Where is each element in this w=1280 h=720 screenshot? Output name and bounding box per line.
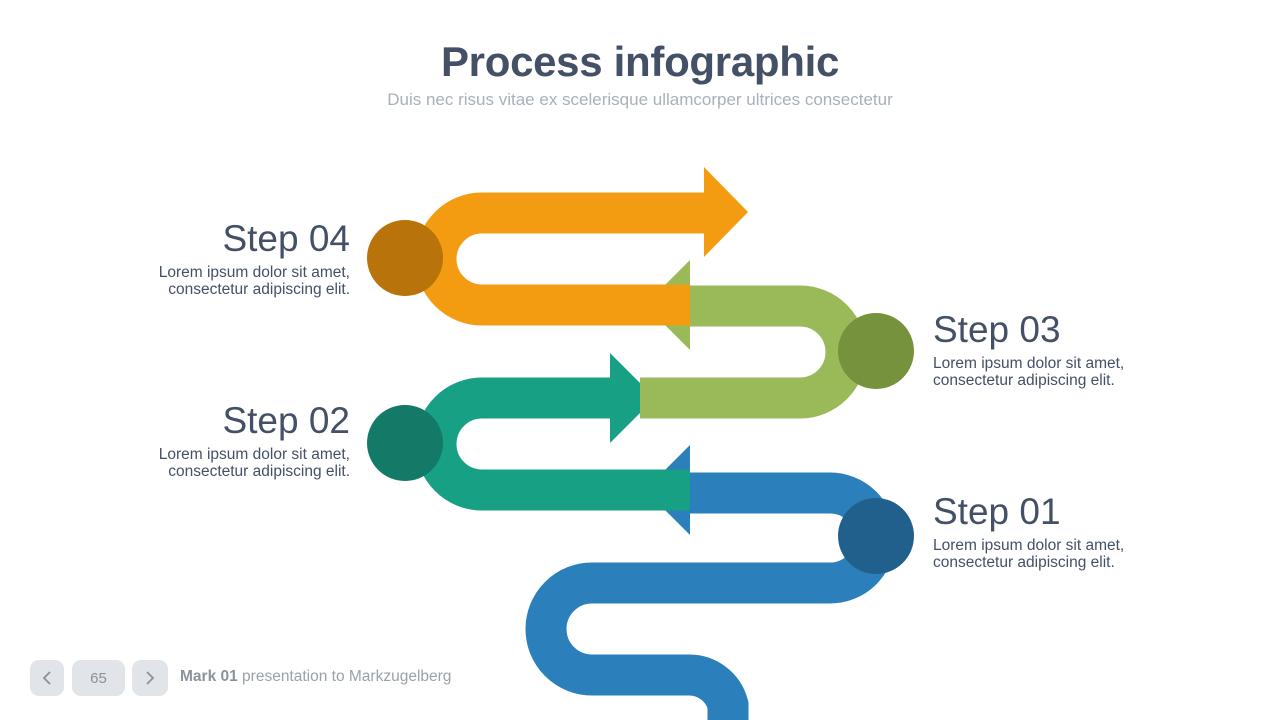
step-03-ribbon <box>640 260 867 419</box>
step-02-description: Lorem ipsum dolor sit amet, consectetur … <box>90 446 350 480</box>
step-04-desc-line2: consectetur adipiscing elit. <box>168 281 350 298</box>
step-04-arrowhead <box>704 167 748 257</box>
step-04-title: Step 04 <box>222 218 350 259</box>
footer-caption: Mark 01 presentation to Markzugelberg <box>180 668 451 686</box>
step-04-desc-line1: Lorem ipsum dolor sit amet, <box>158 264 350 281</box>
step-04-ribbon <box>415 167 748 326</box>
step-03-dot <box>838 313 914 389</box>
step-02-desc-line2: consectetur adipiscing elit. <box>168 463 350 480</box>
step-03-desc-line2: consectetur adipiscing elit. <box>933 372 1115 389</box>
step-02-desc-line1: Lorem ipsum dolor sit amet, <box>158 446 350 463</box>
step-01-title: Step 01 <box>933 491 1061 532</box>
step-03-description: Lorem ipsum dolor sit amet, consectetur … <box>933 355 1193 389</box>
footer-brand: Mark 01 <box>180 668 238 685</box>
step-02-label: Step 02 Lorem ipsum dolor sit amet, cons… <box>90 400 350 481</box>
step-02-arrowhead <box>610 353 655 443</box>
page-number: 65 <box>72 660 125 696</box>
page-title: Process infographic <box>440 38 840 85</box>
step-02-dot <box>367 405 443 481</box>
step-01-desc-line2: consectetur adipiscing elit. <box>933 554 1115 571</box>
step-03-label: Step 03 Lorem ipsum dolor sit amet, cons… <box>933 309 1193 390</box>
step-01-path <box>525 472 896 720</box>
step-02-ribbon <box>415 353 690 511</box>
step-03-title: Step 03 <box>933 309 1061 350</box>
step-01-description: Lorem ipsum dolor sit amet, consectetur … <box>933 537 1193 571</box>
prev-slide-button[interactable] <box>30 660 64 696</box>
chevron-left-icon <box>42 671 51 685</box>
step-04-description: Lorem ipsum dolor sit amet, consectetur … <box>90 264 350 298</box>
page-subtitle: Duis nec risus vitae ex scelerisque ulla… <box>387 90 893 109</box>
step-01-desc-line1: Lorem ipsum dolor sit amet, <box>933 537 1125 554</box>
step-04-label: Step 04 Lorem ipsum dolor sit amet, cons… <box>90 218 350 299</box>
step-01-dot <box>838 498 914 574</box>
chevron-right-icon <box>146 671 155 685</box>
step-02-title: Step 02 <box>222 400 350 441</box>
step-04-path <box>415 192 725 326</box>
step-04-dot <box>367 220 443 296</box>
footer-text: presentation to Markzugelberg <box>237 668 452 685</box>
step-01-label: Step 01 Lorem ipsum dolor sit amet, cons… <box>933 491 1193 572</box>
next-slide-button[interactable] <box>132 660 168 696</box>
step-03-desc-line1: Lorem ipsum dolor sit amet, <box>933 355 1125 372</box>
